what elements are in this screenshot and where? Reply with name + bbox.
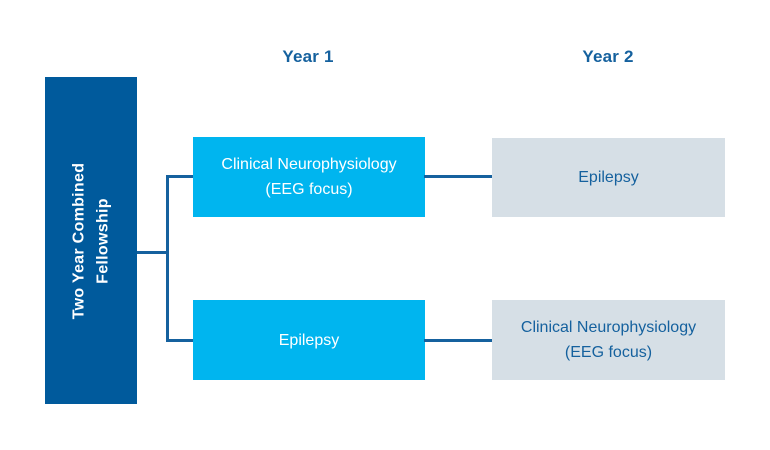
node-track-2-year-1: Epilepsy (193, 300, 425, 380)
root-node-label: Two Year Combined Fellowship (67, 162, 115, 319)
node-track-1-year-1: Clinical Neurophysiology (EEG focus) (193, 137, 425, 217)
node-track-1-year-2-label-line-1: Epilepsy (578, 169, 639, 186)
connector-track-2-year1-to-year2 (424, 339, 494, 342)
root-node-label-line-1: Two Year Combined (70, 162, 88, 319)
connector-bracket-vertical (166, 175, 169, 342)
node-track-1-year-1-label: Clinical Neurophysiology (EEG focus) (221, 152, 396, 202)
root-node-label-line-2: Fellowship (94, 197, 112, 284)
node-track-2-year-2-label: Clinical Neurophysiology (EEG focus) (521, 315, 696, 365)
node-track-1-year-1-label-line-1: Clinical Neurophysiology (221, 156, 397, 173)
column-header-year-2: Year 2 (582, 47, 634, 66)
node-track-1-year-2: Epilepsy (492, 138, 725, 217)
node-track-2-year-2: Clinical Neurophysiology (EEG focus) (492, 300, 725, 380)
connector-bracket-to-track-1 (166, 175, 195, 178)
node-track-2-year-2-label-line-1: Clinical Neurophysiology (520, 319, 697, 336)
root-node-two-year-combined-fellowship: Two Year Combined Fellowship (45, 77, 137, 404)
node-track-2-year-1-label-line-1: Epilepsy (278, 331, 340, 349)
connector-root-stub (137, 251, 169, 254)
connector-bracket-to-track-2 (166, 339, 195, 342)
node-track-1-year-1-label-line-2: (EEG focus) (265, 181, 353, 198)
connector-track-1-year1-to-year2 (424, 175, 494, 178)
column-header-year-1: Year 1 (282, 47, 334, 66)
node-track-1-year-2-label: Epilepsy (578, 165, 638, 190)
node-track-2-year-1-label: Epilepsy (279, 328, 339, 353)
node-track-2-year-2-label-line-2: (EEG focus) (564, 344, 653, 361)
